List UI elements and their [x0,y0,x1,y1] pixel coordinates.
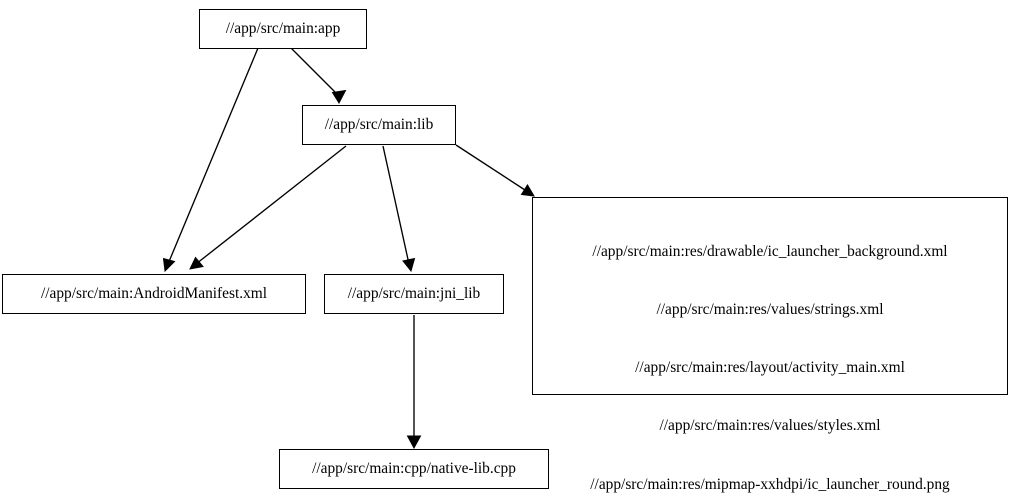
edge-jni-lib-to-native-lib [406,315,422,450]
node-jni-lib-label: //app/src/main:jni_lib [347,285,481,303]
edge-lib-to-jni-lib [382,145,416,273]
resource-line: //app/src/main:res/values/styles.xml [659,417,881,435]
node-app-label: //app/src/main:app [225,20,341,38]
resource-line: //app/src/main:res/layout/activity_main.… [635,359,905,377]
resource-line: //app/src/main:res/drawable/ic_launcher_… [592,242,948,260]
edge-app-to-manifest [162,47,259,273]
resource-line: //app/src/main:res/values/strings.xml [656,301,884,319]
node-lib-label: //app/src/main:lib [324,116,434,134]
edge-lib-to-manifest [189,145,347,270]
node-resources-group[interactable]: //app/src/main:res/drawable/ic_launcher_… [532,197,1008,493]
node-lib[interactable]: //app/src/main:lib [302,105,456,145]
node-app[interactable]: //app/src/main:app [199,9,367,49]
node-android-manifest-label: //app/src/main:AndroidManifest.xml [40,285,268,303]
node-native-lib-cpp[interactable]: //app/src/main:cpp/native-lib.cpp [279,449,549,489]
resource-line: //app/src/main:res/mipmap-xxhdpi/ic_laun… [590,475,950,493]
node-native-lib-cpp-label: //app/src/main:cpp/native-lib.cpp [312,460,516,478]
node-jni-lib[interactable]: //app/src/main:jni_lib [324,274,504,314]
edge-app-to-lib [290,47,347,105]
edge-lib-to-resources [455,144,535,197]
node-android-manifest[interactable]: //app/src/main:AndroidManifest.xml [2,274,306,314]
